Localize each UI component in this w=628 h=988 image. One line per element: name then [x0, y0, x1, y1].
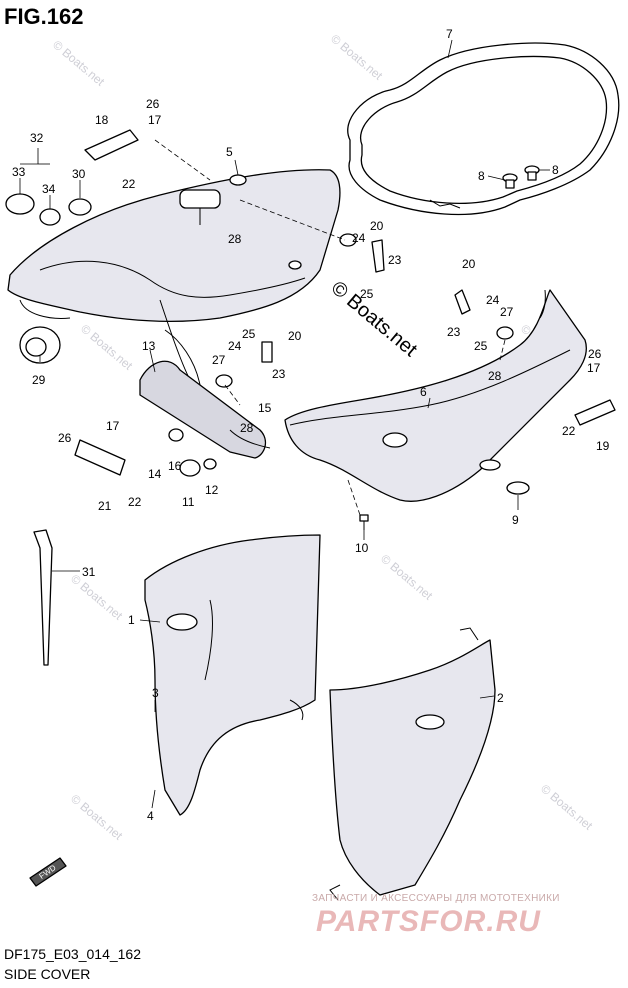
part-10-bolt: [359, 514, 369, 530]
callout-23b: 23: [447, 325, 461, 339]
part-12-washer: [203, 458, 217, 470]
callout-17b: 17: [106, 419, 120, 433]
callout-6: 6: [420, 385, 427, 399]
callout-24a: 24: [352, 231, 366, 245]
callout-32: 32: [30, 131, 44, 145]
watermark: © Boats.net: [68, 792, 126, 844]
figure-code: DF175_E03_014_162: [4, 946, 142, 962]
callout-9: 9: [512, 513, 519, 527]
watermark: © Boats.net: [78, 322, 136, 374]
callout-33: 33: [12, 165, 26, 179]
callout-30: 30: [72, 167, 86, 181]
callout-4: 4: [147, 809, 154, 823]
callout-24b: 24: [486, 293, 500, 307]
callout-21: 21: [98, 499, 112, 513]
watermark: © Boats.net: [50, 38, 108, 90]
watermark: © Boats.net: [328, 32, 386, 84]
callout-26c: 26: [588, 347, 602, 361]
callout-20c: 20: [288, 329, 302, 343]
part-27b-grommet: [496, 326, 514, 340]
callout-20b: 20: [462, 257, 476, 271]
callout-15: 15: [258, 401, 272, 415]
callout-23a: 23: [388, 253, 402, 267]
part-34-cap: [39, 208, 61, 226]
callout-1: 1: [128, 613, 135, 627]
callout-22a: 22: [122, 177, 136, 191]
part-7-seal: [347, 42, 620, 216]
part-30-cap: [68, 198, 92, 216]
leader-lines: [19, 39, 550, 809]
callout-17a: 17: [148, 113, 162, 127]
part-31-tie-strap: [33, 529, 53, 666]
callout-22c: 22: [562, 424, 576, 438]
part-6-side-cover: [284, 289, 587, 502]
part-27c-grommet: [339, 233, 357, 247]
part-9-grommet: [506, 481, 530, 495]
callout-7: 7: [446, 27, 453, 41]
fwd-arrow-icon: FWD: [29, 857, 67, 887]
callout-26b: 26: [58, 431, 72, 445]
callout-22b: 22: [128, 495, 142, 509]
callout-2: 2: [497, 691, 504, 705]
callout-3: 3: [152, 686, 159, 700]
part-13-bracket: [139, 329, 271, 459]
callout-25c: 25: [242, 327, 256, 341]
figure-title: FIG.162: [4, 4, 84, 29]
part-33-grommet: [5, 193, 35, 215]
part-16-collar: [168, 428, 184, 442]
part-5-upper-side-cover: [7, 169, 341, 381]
callout-16: 16: [168, 459, 182, 473]
callout-20a: 20: [370, 219, 384, 233]
callout-17c: 17: [587, 361, 601, 375]
brand-logo: PARTSFOR.RU: [316, 905, 541, 938]
callout-28c: 28: [240, 421, 254, 435]
part-19-latch: [574, 399, 616, 426]
callout-29: 29: [32, 373, 46, 387]
watermark: © Boats.net: [378, 552, 436, 604]
part-27-grommet: [215, 374, 233, 388]
watermark: © Boats.net: [538, 782, 596, 834]
watermark-main: © Boats.net: [327, 277, 422, 361]
part-2-lower-cover: [329, 627, 496, 901]
callout-31: 31: [82, 565, 96, 579]
callout-25a: 25: [360, 287, 374, 301]
callout-27b: 27: [500, 305, 514, 319]
callout-25b: 25: [474, 339, 488, 353]
part-21-latch: [74, 439, 126, 476]
callout-12: 12: [205, 483, 219, 497]
callout-24c: 24: [228, 339, 242, 353]
callout-labels: 1 2 3 4 5 6 7 8 8 9 10 11 12 13 14 15 16…: [12, 27, 610, 823]
callout-11: 11: [182, 495, 195, 509]
part-20-bracket: [261, 239, 471, 363]
callout-34: 34: [42, 182, 56, 196]
part-8-plug-a: [502, 173, 518, 189]
part-11-grommet: [179, 459, 201, 477]
callout-10: 10: [355, 541, 369, 555]
part-1-lower-cover: [144, 534, 321, 816]
callout-14: 14: [148, 467, 162, 481]
callout-8b: 8: [552, 163, 559, 177]
brand-subtitle: ЗАПЧАСТИ И АКСЕССУАРЫ ДЛЯ МОТОТЕХНИКИ: [312, 893, 560, 904]
callout-28b: 28: [488, 369, 502, 383]
part-29-grommet: [19, 326, 61, 364]
callout-19: 19: [596, 439, 610, 453]
callout-5: 5: [226, 145, 233, 159]
callout-18: 18: [95, 113, 109, 127]
watermark: © Boats.net: [68, 572, 126, 624]
part-18-latch: [84, 129, 139, 161]
callout-28a: 28: [228, 232, 242, 246]
callout-13: 13: [142, 339, 156, 353]
callout-26a: 26: [146, 97, 160, 111]
callout-8a: 8: [478, 169, 485, 183]
figure-caption: SIDE COVER: [4, 966, 91, 982]
callout-27a: 27: [212, 353, 226, 367]
callout-23c: 23: [272, 367, 286, 381]
